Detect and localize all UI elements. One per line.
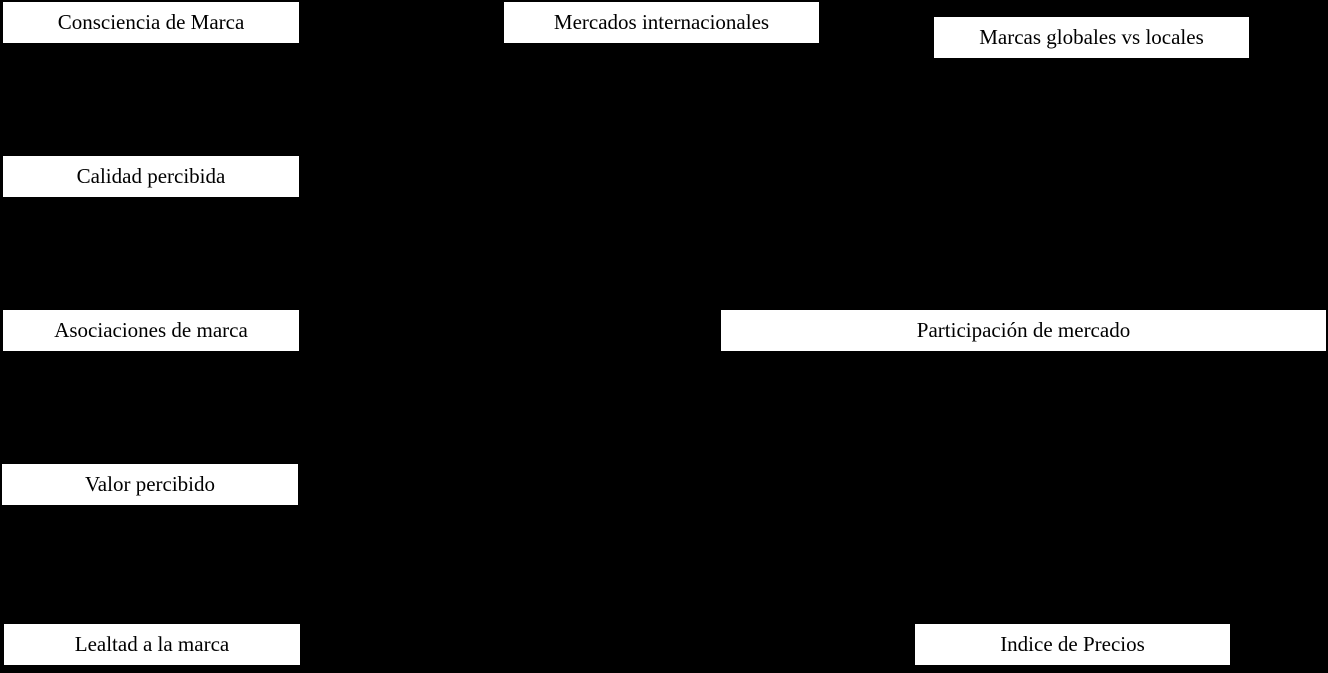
node-label: Consciencia de Marca [57, 10, 245, 34]
node-indice-de-precios: Indice de Precios [915, 624, 1230, 665]
node-participacion-de-mercado: Participación de mercado [721, 310, 1326, 351]
node-label: Marcas globales vs locales [979, 25, 1204, 49]
node-mercados-internacionales: Mercados internacionales [504, 2, 819, 43]
node-marcas-globales-vs-locales: Marcas globales vs locales [934, 17, 1249, 58]
node-asociaciones-de-marca: Asociaciones de marca [3, 310, 299, 351]
node-lealtad-a-la-marca: Lealtad a la marca [4, 624, 300, 665]
node-label: Asociaciones de marca [54, 318, 248, 342]
node-consciencia-de-marca: Consciencia de Marca [3, 2, 299, 43]
node-calidad-percibida: Calidad percibida [3, 156, 299, 197]
node-label: Indice de Precios [1000, 632, 1145, 656]
node-valor-percibido: Valor percibido [2, 464, 298, 505]
node-label: Lealtad a la marca [74, 632, 230, 656]
node-label: Mercados internacionales [553, 10, 770, 34]
node-label: Valor percibido [84, 472, 216, 496]
node-label: Calidad percibida [76, 164, 226, 188]
node-label: Participación de mercado [916, 318, 1131, 342]
